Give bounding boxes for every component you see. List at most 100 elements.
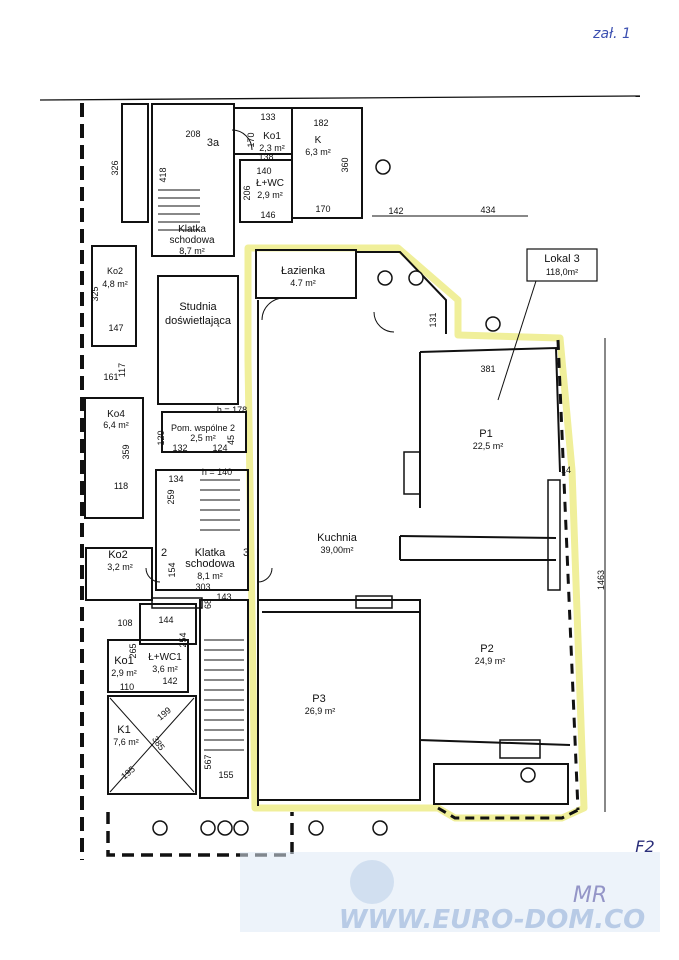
dim-325: 325	[90, 286, 100, 301]
room-klatka-mid-name1: Klatka	[195, 547, 226, 559]
room-p3-area: 26,9 m²	[305, 706, 336, 716]
dim-134: 134	[168, 474, 183, 484]
bottom-dashed-outline	[106, 812, 294, 857]
room-lwc-top-name: Ł+WC	[256, 178, 284, 189]
unit-highlight	[244, 244, 588, 822]
watermark-globe-icon	[350, 860, 394, 904]
room-lwc-top-area: 2,9 m²	[257, 190, 283, 200]
room-lazienka-name: Łazienka	[281, 265, 326, 277]
unit-label-box	[526, 248, 598, 282]
room-klatka-mid-name2: schodowa	[185, 558, 235, 570]
room-ko1-low-name: Ko1	[114, 655, 134, 667]
stair-mark-3a: 3a	[207, 137, 220, 149]
dim-131: 131	[428, 312, 438, 327]
top-street-line	[39, 95, 641, 101]
room-ko1-low-area: 2,9 m²	[111, 668, 137, 678]
dim-142a: 142	[388, 206, 403, 216]
dim-120: 120	[156, 430, 166, 445]
dim-303: 303	[195, 582, 210, 592]
dim-110: 110	[120, 682, 134, 692]
bay-dashed-outline	[437, 806, 583, 820]
room-lwc-low-area: 3,6 m²	[152, 664, 178, 674]
dim-206: 206	[242, 185, 252, 200]
dim-154: 154	[167, 562, 177, 577]
unit-area: 118,0m²	[546, 267, 578, 277]
room-p1-name: P1	[479, 428, 492, 440]
dim-360: 360	[340, 157, 350, 172]
room-ko1-top-name: Ko1	[263, 131, 281, 142]
dim-381: 381	[480, 364, 495, 374]
stair-mark-2: 2	[161, 547, 167, 559]
room-ko2-mid-name: Ko2	[108, 549, 128, 561]
dim-385: 385	[150, 734, 167, 752]
room-klatka-top-name2: schodowa	[169, 235, 214, 246]
unit-name: Lokal 3	[544, 253, 579, 265]
dim-326: 326	[110, 160, 120, 175]
dim-259: 259	[166, 489, 176, 504]
page-mark: zał. 1	[592, 26, 631, 42]
dim-108: 108	[117, 618, 132, 628]
room-ko4-name: Ko4	[107, 409, 125, 420]
dim-434: 434	[480, 205, 495, 215]
room-klatka-top-area: 8,7 m²	[179, 246, 205, 256]
dim-265: 265	[128, 643, 138, 658]
dim-147: 147	[108, 323, 123, 333]
room-ko2-top-area: 4,8 m²	[102, 279, 128, 289]
room-studnia-name2: doświetlająca	[165, 315, 232, 327]
walls	[84, 103, 571, 806]
dim-140: 140	[256, 166, 271, 176]
room-labels: Klatka schodowa 8,7 m² Ko1 2,3 m² K 6,3 …	[102, 131, 505, 747]
radiators	[151, 451, 561, 759]
room-pom-name: Pom. wspólne 2	[171, 423, 235, 433]
room-kuchnia-area: 39,00m²	[320, 545, 353, 555]
dim-124: 124	[212, 443, 227, 453]
dim-68: 68	[203, 599, 213, 609]
room-ko4-area: 6,4 m²	[103, 420, 129, 430]
room-k1-area: 7,6 m²	[113, 737, 139, 747]
room-lazienka-area: 4.7 m²	[290, 278, 316, 288]
room-kuchnia-name: Kuchnia	[317, 532, 358, 544]
room-ko2-mid-area: 3,2 m²	[107, 562, 133, 572]
dim-170a: 170	[246, 132, 256, 147]
watermark-band	[240, 852, 660, 932]
k1-cross	[109, 697, 195, 793]
room-klatka-top-name1: Klatka	[178, 224, 206, 235]
room-ko2-top-name: Ko2	[107, 266, 123, 276]
room-p3-name: P3	[312, 693, 325, 705]
room-pom-area: 2,5 m²	[190, 433, 216, 443]
dim-45: 45	[226, 435, 236, 445]
room-studnia-name1: Studnia	[179, 301, 217, 313]
stair-mark-3: 3	[243, 547, 249, 559]
room-k1-name: K1	[117, 724, 130, 736]
dim-567: 567	[203, 754, 213, 769]
dim-254: 254	[178, 632, 188, 647]
dim-132: 132	[172, 443, 187, 453]
room-lwc-low-name: Ł+WC1	[148, 652, 182, 663]
dim-199: 199	[155, 705, 173, 722]
room-p2-name: P2	[480, 643, 493, 655]
dim-1463: 1463	[596, 570, 606, 590]
dim-118: 118	[114, 481, 128, 491]
right-dashed-wall	[556, 339, 580, 811]
dim-143: 143	[216, 592, 231, 602]
dimension-labels: 208 133 182 170 138 360 140 206 146 170 …	[90, 112, 606, 781]
dim-146: 146	[260, 210, 275, 220]
room-klatka-mid-area: 8,1 m²	[197, 571, 223, 581]
dim-170b: 170	[315, 204, 330, 214]
height-178: h = 178	[217, 405, 247, 415]
watermark-text: WWW.EURO-DOM.CO	[339, 905, 646, 935]
dim-359: 359	[121, 444, 131, 459]
dim-161: 161	[103, 372, 118, 382]
room-p1-area: 22,5 m²	[473, 441, 504, 451]
dim-142b: 142	[162, 676, 177, 686]
room-ko1-top-area: 2,3 m²	[259, 143, 285, 153]
dim-155: 155	[218, 770, 233, 780]
height-140: h = 140	[202, 467, 232, 477]
stair-treads	[158, 189, 244, 751]
dim-138: 138	[258, 152, 273, 162]
dim-208: 208	[185, 129, 200, 139]
dim-133: 133	[260, 112, 275, 122]
room-k-top-name: K	[315, 135, 322, 146]
room-k-top-area: 6,3 m²	[305, 147, 331, 157]
dim-182: 182	[313, 118, 328, 128]
